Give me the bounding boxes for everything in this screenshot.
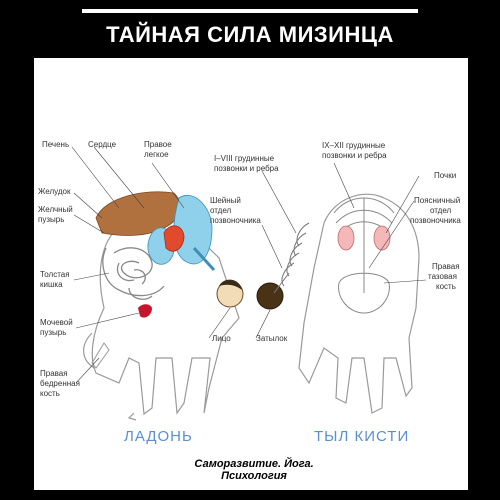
label-thoracic-1-8-2: позвонки и ребра <box>214 164 279 173</box>
label-thoracic-9-12-2: позвонки и ребра <box>322 151 387 160</box>
label-femur-1: Правая <box>40 369 68 378</box>
leader-lines <box>71 146 427 384</box>
label-face: Лицо <box>212 334 231 343</box>
label-thoracic-9-12-1: IX–XII грудинные <box>322 141 386 150</box>
label-stomach: Желудок <box>38 187 71 196</box>
label-femur-3: кость <box>40 389 60 398</box>
hand-diagram <box>71 146 427 421</box>
left-kidney-shape <box>337 225 355 251</box>
caption-back: ТЫЛ КИСТИ <box>314 428 410 445</box>
label-lumbar-1: Поясничный <box>414 196 461 205</box>
logo-line-1: Самоpазвитие. Йога. <box>194 458 314 470</box>
label-cervical-3: позвоночника <box>210 216 261 225</box>
watermark-logo: Самоpазвитие. Йога. Психология <box>174 458 334 486</box>
label-cervical-1: Шейный <box>210 196 241 205</box>
back-hand-outline <box>298 193 420 414</box>
label-bladder-1: Мочевой <box>40 318 73 327</box>
face-hair-shape <box>219 279 242 290</box>
label-kidneys: Почки <box>434 171 457 180</box>
top-rule <box>82 9 418 13</box>
poster-title: ТАЙНАЯ СИЛА МИЗИНЦА <box>106 22 394 47</box>
pelvis-shape <box>338 272 390 314</box>
intestines-shape <box>102 247 165 300</box>
label-right-lung-1: Правое <box>144 140 172 149</box>
label-nape: Затылок <box>256 334 288 343</box>
label-cervical-2: отдел <box>210 206 232 215</box>
label-gallbladder-1: Желчный <box>38 205 73 214</box>
label-pelvic-3: кость <box>436 282 456 291</box>
caption-palm: ЛАДОНЬ <box>124 428 193 445</box>
label-colon-1: Толстая <box>40 270 70 279</box>
label-gallbladder-2: пузырь <box>38 215 65 224</box>
label-thoracic-1-8-1: I–VIII грудинные <box>214 154 275 163</box>
label-liver: Печень <box>42 140 70 149</box>
label-bladder-2: пузырь <box>40 328 67 337</box>
label-right-lung-2: легкое <box>144 150 169 159</box>
thoracic-spine-shape <box>273 222 310 294</box>
label-lumbar-3: позвоночника <box>410 216 461 225</box>
label-pelvic-1: Правая <box>432 262 460 271</box>
label-colon-2: кишка <box>40 280 63 289</box>
bladder-shape <box>138 304 152 318</box>
label-heart: Сердце <box>88 140 117 149</box>
trachea-shape <box>192 246 216 272</box>
heart-shape <box>163 225 185 252</box>
logo-line-2: Психология <box>221 470 287 482</box>
label-femur-2: бедренная <box>40 379 80 388</box>
right-kidney-shape <box>373 225 391 251</box>
femur-shape <box>91 342 110 369</box>
label-lumbar-2: отдел <box>430 206 452 215</box>
label-pelvic-2: тазовая <box>428 272 457 281</box>
diagram-panel: Печень Сердце Правое легкое Желудок Желч… <box>34 58 468 490</box>
